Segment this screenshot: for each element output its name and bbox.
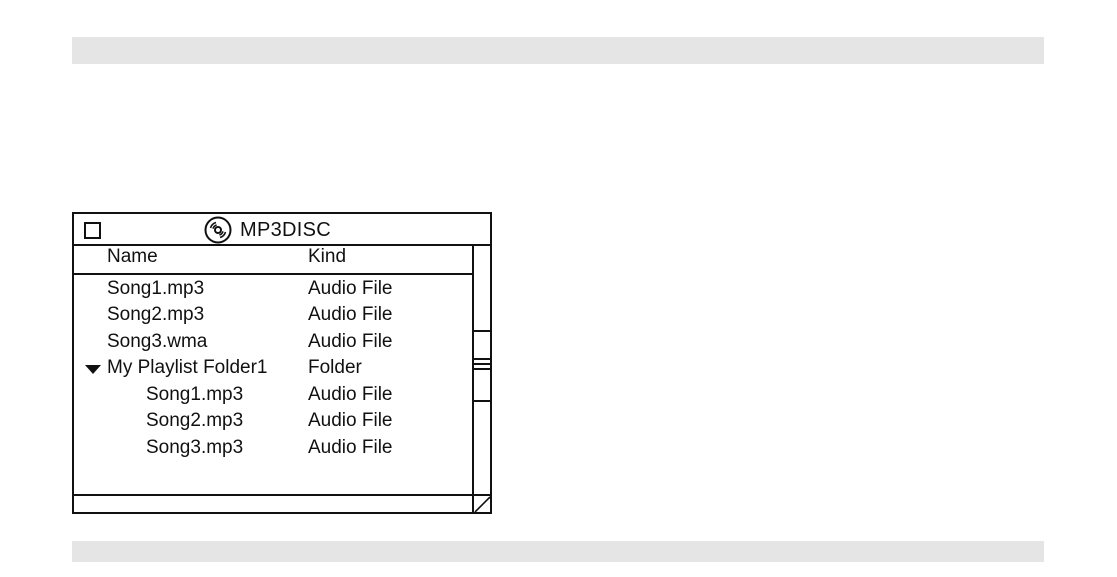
file-kind: Audio File: [308, 278, 393, 300]
grip-line: [474, 363, 490, 365]
list-header: Name Kind: [74, 250, 472, 275]
disclosure-triangle-icon[interactable]: [85, 365, 101, 374]
file-kind: Audio File: [308, 410, 393, 432]
file-name: Song3.wma: [107, 331, 207, 353]
close-box[interactable]: [84, 222, 101, 239]
file-kind: Audio File: [308, 331, 393, 353]
file-name: Song3.mp3: [146, 437, 243, 459]
top-band: [72, 37, 1044, 64]
disc-icon: [204, 216, 232, 244]
file-list: Name Kind Song1.mp3 Audio File Song2.mp3…: [74, 246, 472, 494]
file-name: Song1.mp3: [107, 278, 204, 300]
title-bar[interactable]: MP3DISC: [74, 214, 490, 246]
window-title: MP3DISC: [240, 219, 331, 242]
file-row-song3[interactable]: Song3.wma Audio File: [74, 331, 472, 357]
file-kind: Audio File: [308, 384, 393, 406]
file-name: Song1.mp3: [146, 384, 243, 406]
file-kind: Folder: [308, 357, 362, 379]
grip-line: [474, 368, 490, 370]
file-name: Song2.mp3: [146, 410, 243, 432]
finder-window: MP3DISC Name Kind Song1.mp3 Audio File S…: [72, 212, 492, 514]
file-kind: Audio File: [308, 437, 393, 459]
window-title-group: MP3DISC: [204, 218, 331, 242]
folder-name: My Playlist Folder1: [107, 357, 268, 379]
bottom-band: [72, 541, 1044, 562]
resize-icon: [474, 496, 490, 512]
file-row-song2[interactable]: Song2.mp3 Audio File: [74, 304, 472, 330]
file-row-folder-song2[interactable]: Song2.mp3 Audio File: [74, 410, 472, 436]
column-header-name[interactable]: Name: [107, 246, 158, 268]
file-row-song1[interactable]: Song1.mp3 Audio File: [74, 278, 472, 304]
scroll-thumb[interactable]: [472, 330, 492, 402]
vertical-scrollbar[interactable]: [472, 246, 490, 494]
file-name: Song2.mp3: [107, 304, 204, 326]
resize-handle[interactable]: [472, 494, 490, 512]
file-kind: Audio File: [308, 304, 393, 326]
file-row-folder-song1[interactable]: Song1.mp3 Audio File: [74, 384, 472, 410]
folder-row-playlist[interactable]: My Playlist Folder1 Folder: [74, 357, 472, 383]
grip-line: [474, 358, 490, 360]
horizontal-scrollbar[interactable]: [74, 494, 472, 512]
file-row-folder-song3[interactable]: Song3.mp3 Audio File: [74, 437, 472, 463]
column-header-kind[interactable]: Kind: [308, 246, 346, 268]
